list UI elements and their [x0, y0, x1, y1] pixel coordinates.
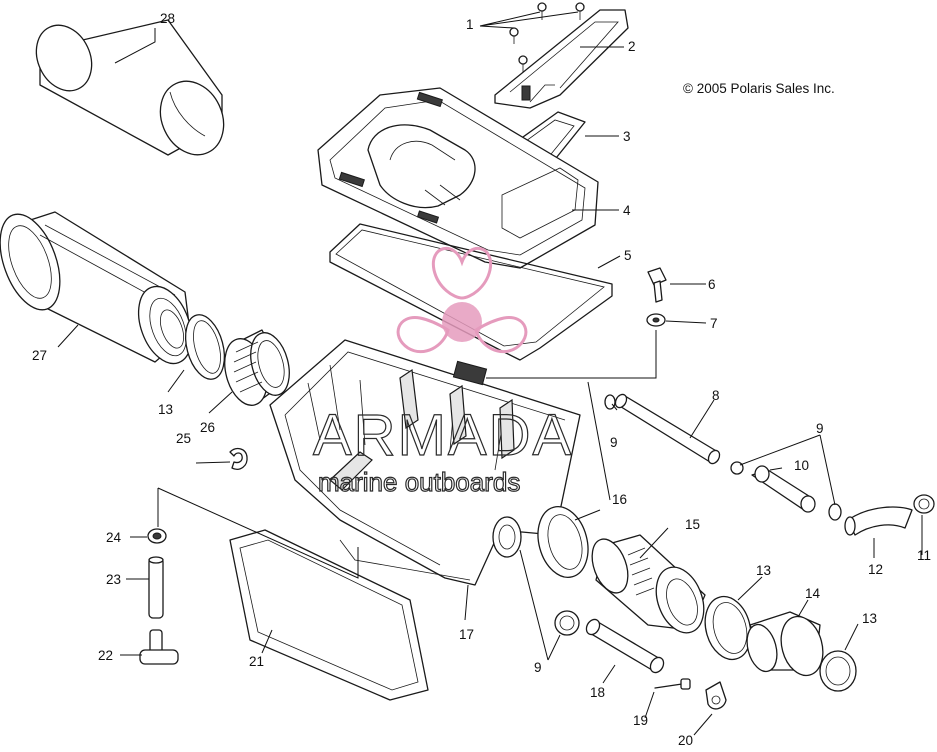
callout-25: 25	[176, 431, 191, 446]
callout-23: 23	[106, 572, 121, 587]
part-13-clamp-right	[819, 650, 857, 692]
part-9-clamp-a	[604, 394, 616, 410]
part-28-filter-sleeve	[35, 19, 225, 156]
callout-9-c: 9	[534, 660, 542, 675]
callout-13-b: 13	[756, 563, 771, 578]
callout-18: 18	[590, 685, 605, 700]
part-21-panel	[229, 529, 429, 701]
callout-22: 22	[98, 648, 113, 663]
part-9-clamp-b	[730, 461, 744, 475]
callout-14: 14	[805, 586, 821, 601]
callout-8: 8	[712, 388, 720, 403]
callout-15: 15	[685, 517, 700, 532]
callout-19: 19	[633, 713, 648, 728]
callout-4: 4	[623, 203, 631, 218]
part-9-clamp-c	[828, 503, 842, 521]
copyright-notice: © 2005 Polaris Sales Inc.	[683, 81, 835, 96]
callout-21: 21	[249, 654, 264, 669]
leader-lines	[57, 11, 923, 736]
part-1-screws	[509, 2, 585, 72]
callout-6: 6	[708, 277, 716, 292]
part-22-tee	[139, 629, 179, 665]
callout-2: 2	[628, 39, 636, 54]
part-7-washer	[646, 313, 666, 327]
part-4-airbox-lid	[317, 87, 599, 269]
part-14-boot	[746, 611, 824, 677]
watermark-logo	[396, 246, 528, 354]
callout-13-c: 13	[862, 611, 877, 626]
part-27-air-filter	[0, 211, 193, 365]
callout-9-a: 9	[610, 435, 618, 450]
callout-26: 26	[200, 420, 215, 435]
part-18-drain-tube	[585, 618, 665, 674]
part-20-clip	[705, 681, 727, 710]
part-17-airbox	[269, 339, 581, 586]
watermark-brand: ARMADA	[313, 403, 573, 468]
watermark-tagline: marine outboards	[318, 467, 520, 497]
callout-24: 24	[106, 530, 122, 545]
part-24-cap	[147, 528, 167, 544]
callout-5: 5	[624, 248, 632, 263]
callout-12: 12	[868, 562, 883, 577]
part-6-bolt	[647, 267, 667, 303]
part-2-inlet-snorkel	[494, 9, 629, 109]
callout-7: 7	[710, 316, 718, 331]
part-19-screw	[654, 678, 691, 690]
part-26-adapter-nut	[224, 329, 290, 406]
callout-1: 1	[466, 17, 474, 32]
part-10-fitting	[751, 465, 816, 513]
callout-17: 17	[459, 627, 474, 642]
callout-27: 27	[32, 348, 47, 363]
part-12-hose	[844, 506, 913, 536]
part-25-clip	[229, 447, 248, 470]
callout-13-a: 13	[158, 402, 173, 417]
part-9-clamp-d	[554, 610, 580, 636]
part-11-clamp	[913, 494, 935, 514]
callout-3: 3	[623, 129, 631, 144]
part-8-tube	[614, 393, 721, 465]
callout-9-b: 9	[816, 421, 824, 436]
callout-labels: 1 2 3 4 5 6 7 8 9 9 9 9 10 11 12 13 13 1…	[32, 11, 931, 748]
callout-10: 10	[794, 458, 809, 473]
callout-11: 11	[917, 548, 931, 563]
part-23-tube	[148, 556, 164, 619]
part-15-outlet-adapter	[591, 534, 706, 634]
callout-16: 16	[612, 492, 627, 507]
part-13-clamp-left	[184, 314, 226, 380]
callout-28: 28	[160, 11, 175, 26]
callout-20: 20	[678, 733, 693, 747]
part-16-gasket	[537, 506, 589, 578]
part-13-clamp-center	[704, 595, 752, 661]
